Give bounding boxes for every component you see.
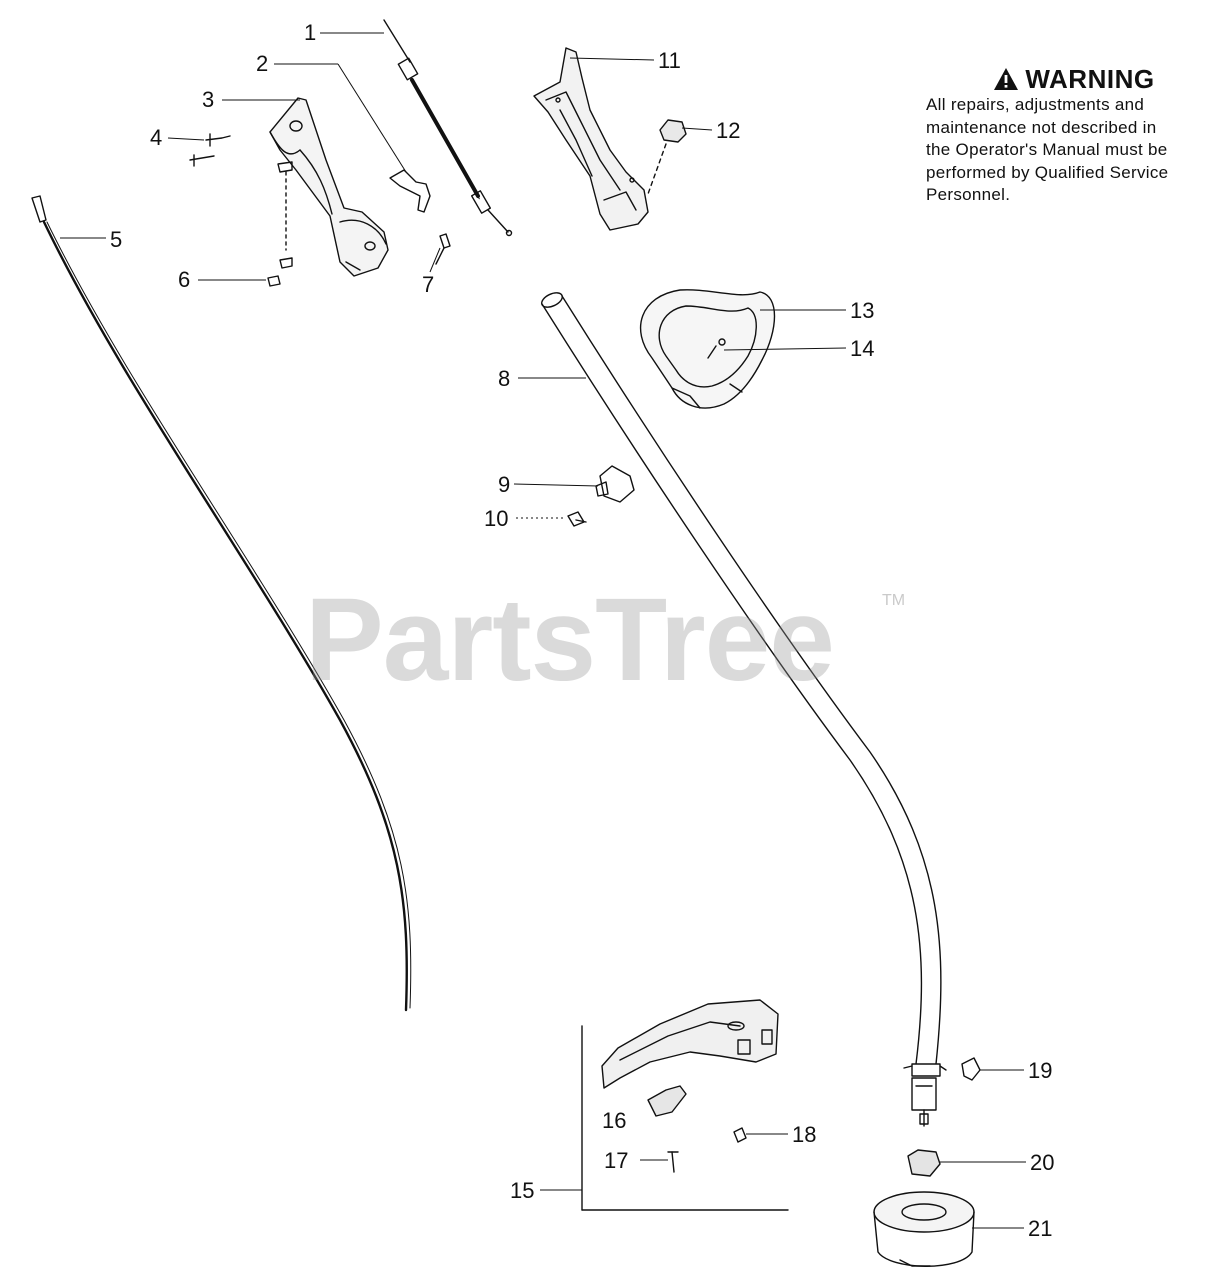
- leader-lines: [60, 32, 1026, 1229]
- callout-11: 11: [658, 48, 681, 73]
- callout-14: 14: [850, 336, 874, 361]
- callout-6: 6: [178, 267, 190, 292]
- part-1-throttle-cable: [383, 19, 513, 237]
- warning-line: All repairs, adjustments and: [926, 95, 1145, 114]
- callout-7: 7: [422, 272, 434, 297]
- part-3-handle-grip: [269, 97, 389, 277]
- part-20-nut: [907, 1149, 941, 1177]
- part-15-frame: [581, 1025, 789, 1211]
- part-8-drive-tube: [541, 292, 947, 1127]
- callout-2: 2: [256, 51, 268, 76]
- part-13-loop-handle: [639, 289, 776, 409]
- callout-19: 19: [1028, 1058, 1052, 1083]
- part-17-screw: [667, 1151, 679, 1173]
- callout-numbers: 1 2 3 4 5 6 7 8 9 10 11 12 13 14 15 16 1…: [110, 20, 1054, 1241]
- warning-line: maintenance not described in: [926, 117, 1157, 137]
- warning-line: performed by Qualified Service: [926, 162, 1169, 182]
- callout-18: 18: [792, 1122, 816, 1147]
- warning-title: WARNING: [1025, 64, 1155, 94]
- part-7-clip: [435, 233, 451, 265]
- callout-10: 10: [484, 506, 508, 531]
- callout-21: 21: [1028, 1216, 1052, 1241]
- warning-body: All repairs, adjustments and maintenance…: [926, 94, 1222, 207]
- callout-17: 17: [604, 1148, 628, 1173]
- watermark-logo: PartsTree: [305, 574, 835, 706]
- part-19-wing-nut: [961, 1057, 981, 1081]
- part-2-trigger: [389, 169, 431, 213]
- part-5-flex-shaft: [31, 195, 412, 1012]
- callout-4: 4: [150, 125, 162, 150]
- part-15-guard: [601, 999, 779, 1089]
- part-14-screw: [707, 338, 726, 359]
- callout-12: 12: [716, 118, 740, 143]
- part-16-blade: [647, 1085, 687, 1117]
- warning-line: Personnel.: [926, 185, 1011, 204]
- watermark-tm: TM: [882, 592, 906, 609]
- callout-3: 3: [202, 87, 214, 112]
- callout-9: 9: [498, 472, 510, 497]
- warning-notice: WARNING All repairs, adjustments and mai…: [926, 64, 1222, 207]
- part-9-bracket: [595, 465, 635, 503]
- part-10-screw: [567, 511, 587, 527]
- callout-5: 5: [110, 227, 122, 252]
- part-6-nut: [267, 161, 293, 287]
- part-18-bolt: [733, 1127, 747, 1143]
- part-4-screws: [189, 133, 231, 167]
- callout-15: 15: [510, 1178, 534, 1203]
- callout-1: 1: [304, 20, 316, 45]
- callout-16: 16: [602, 1108, 626, 1133]
- part-21-trimmer-head: [873, 1191, 975, 1267]
- warning-triangle-icon: [994, 68, 1019, 90]
- callout-13: 13: [850, 298, 874, 323]
- part-12-knob: [647, 119, 687, 195]
- callout-8: 8: [498, 366, 510, 391]
- part-11-housing: [533, 47, 649, 231]
- warning-line: the Operator's Manual must be: [926, 140, 1168, 159]
- warning-title-row: WARNING: [926, 64, 1222, 94]
- callout-20: 20: [1030, 1150, 1054, 1175]
